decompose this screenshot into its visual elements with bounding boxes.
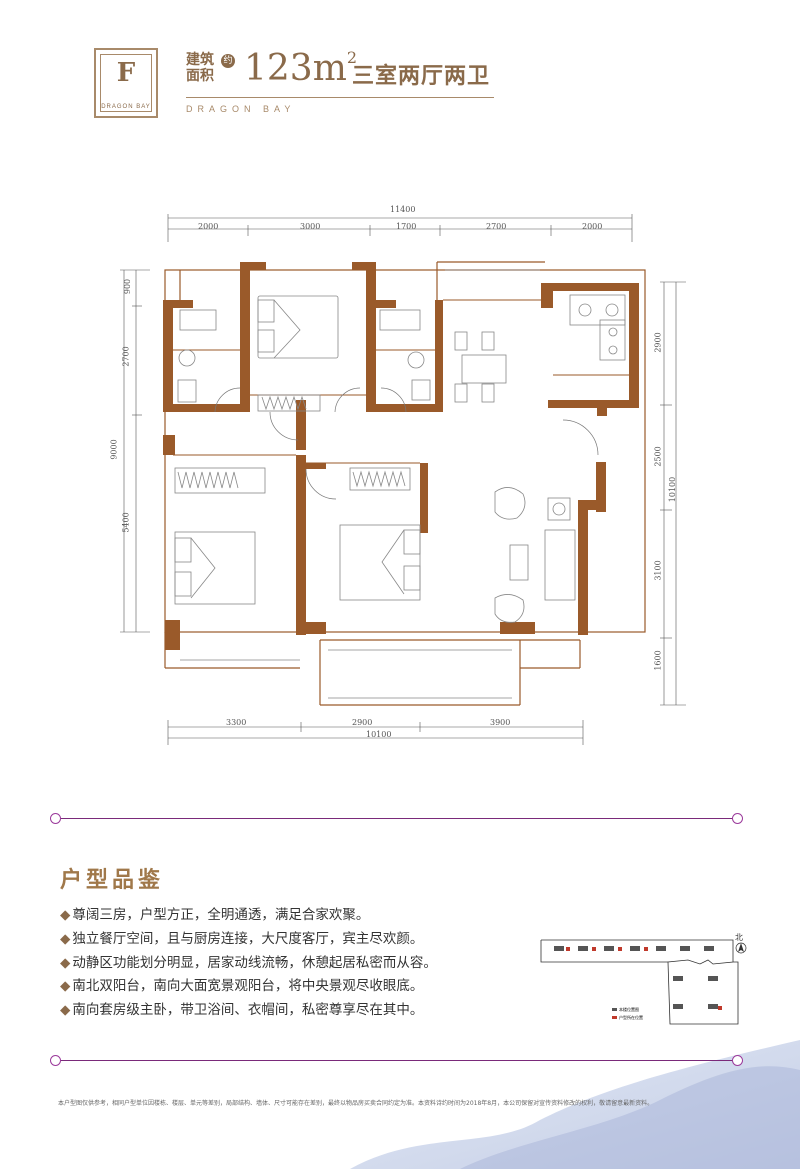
divider-endpoint-right [732, 813, 743, 824]
north-arrow-icon [735, 942, 747, 954]
area-number: 123m [244, 48, 347, 89]
dim-left-seg-3: 5400 [121, 512, 131, 533]
feature-text: 独立餐厅空间，且与厨房连接，大尺度客厅，宾主尽欢颜。 [72, 930, 424, 947]
feature-text: 南向套房级主卧，带卫浴间、衣帽间，私密尊享尽在其中。 [72, 1002, 424, 1019]
dim-right-seg-4: 1600 [653, 650, 663, 671]
feature-item: ◆尊阔三房，户型方正，全明通透，满足合家欢聚。 [60, 904, 530, 928]
header-underline [186, 97, 494, 98]
bullet-icon: ◆ [60, 954, 71, 971]
area-label-line1: 建筑 [186, 52, 214, 68]
decorative-wave [350, 1040, 800, 1169]
dim-bottom-seg-1: 3300 [226, 718, 247, 727]
section-divider [58, 818, 738, 819]
dim-right-seg-2: 2500 [653, 446, 663, 467]
footer-divider-endpoint-left [50, 1055, 61, 1066]
dim-bottom-seg-2: 2900 [352, 718, 373, 727]
features-title: 户型品鉴 [60, 868, 165, 893]
dim-top-total: 11400 [390, 205, 416, 214]
legend-swatch-unit [612, 1016, 617, 1019]
room-type: 三室两厅两卫 [352, 64, 491, 89]
dim-right-seg-1: 2900 [653, 332, 663, 353]
footer-disclaimer: 本户型图仅供参考，相同户型单位因楼栋、楼层、单元等差别，局部结构、墙体、尺寸可能… [58, 1100, 654, 1107]
divider-endpoint-left [50, 813, 61, 824]
floor-plan [120, 214, 686, 745]
feature-text: 南北双阳台，南向大面宽景观阳台，将中央景观尽收眼底。 [72, 978, 424, 995]
brand-subtitle: DRAGON BAY [186, 104, 296, 114]
dim-bottom-seg-3: 3900 [490, 718, 511, 727]
dim-right-seg-3: 3100 [653, 560, 663, 581]
bullet-icon: ◆ [60, 1002, 71, 1019]
feature-item: ◆动静区功能划分明显，居家动线流畅，休憩起居私密而从容。 [60, 952, 530, 976]
bullet-icon: ◆ [60, 930, 71, 947]
dim-left-seg-2: 2700 [121, 346, 131, 367]
unit-type-letter: F [116, 58, 136, 88]
bullet-icon: ◆ [60, 907, 71, 923]
logo-badge: F DRAGON BAY [94, 48, 158, 118]
legend-label-unit: 户型所在位置 [619, 1014, 643, 1020]
dim-bottom-total: 10100 [366, 730, 392, 739]
logo-brand-text: DRAGON BAY [101, 104, 151, 110]
approx-badge: 约 [221, 54, 235, 68]
dim-right-total: 10100 [668, 476, 678, 503]
bullet-icon: ◆ [60, 978, 71, 995]
area-unit-superscript: 2 [346, 48, 358, 67]
feature-item: ◆南北双阳台，南向大面宽景观阳台，将中央景观尽收眼底。 [60, 975, 530, 999]
area-value: 123m2 [244, 48, 357, 89]
footer-divider [58, 1060, 738, 1061]
area-label-line2: 面积 [186, 68, 214, 84]
legend-label-building: 本楼位置图 [619, 1006, 639, 1012]
dim-left-total: 9000 [109, 439, 119, 460]
dim-top-seg-3: 1700 [396, 222, 417, 231]
dim-top-seg-2: 3000 [300, 222, 321, 231]
dim-top-seg-1: 2000 [198, 222, 219, 231]
features-list: ◆尊阔三房，户型方正，全明通透，满足合家欢聚。 ◆独立餐厅空间，且与厨房连接，大… [60, 904, 530, 1023]
legend-swatch-building [612, 1008, 617, 1011]
site-plan: 本楼位置图 户型所在位置 [540, 939, 747, 1025]
feature-item: ◆独立餐厅空间，且与厨房连接，大尺度客厅，宾主尽欢颜。 [60, 928, 530, 952]
north-label: 北 [735, 933, 743, 942]
feature-text: 尊阔三房，户型方正，全明通透，满足合家欢聚。 [72, 907, 370, 923]
feature-item: ◆南向套房级主卧，带卫浴间、衣帽间，私密尊享尽在其中。 [60, 999, 530, 1023]
dim-top-seg-5: 2000 [582, 222, 603, 231]
footer-divider-endpoint-right [732, 1055, 743, 1066]
feature-text: 动静区功能划分明显，居家动线流畅，休憩起居私密而从容。 [72, 954, 437, 971]
dim-top-seg-4: 2700 [486, 222, 507, 231]
dim-left-seg-1: 900 [123, 278, 133, 295]
area-label: 建筑 面积 [186, 52, 214, 84]
